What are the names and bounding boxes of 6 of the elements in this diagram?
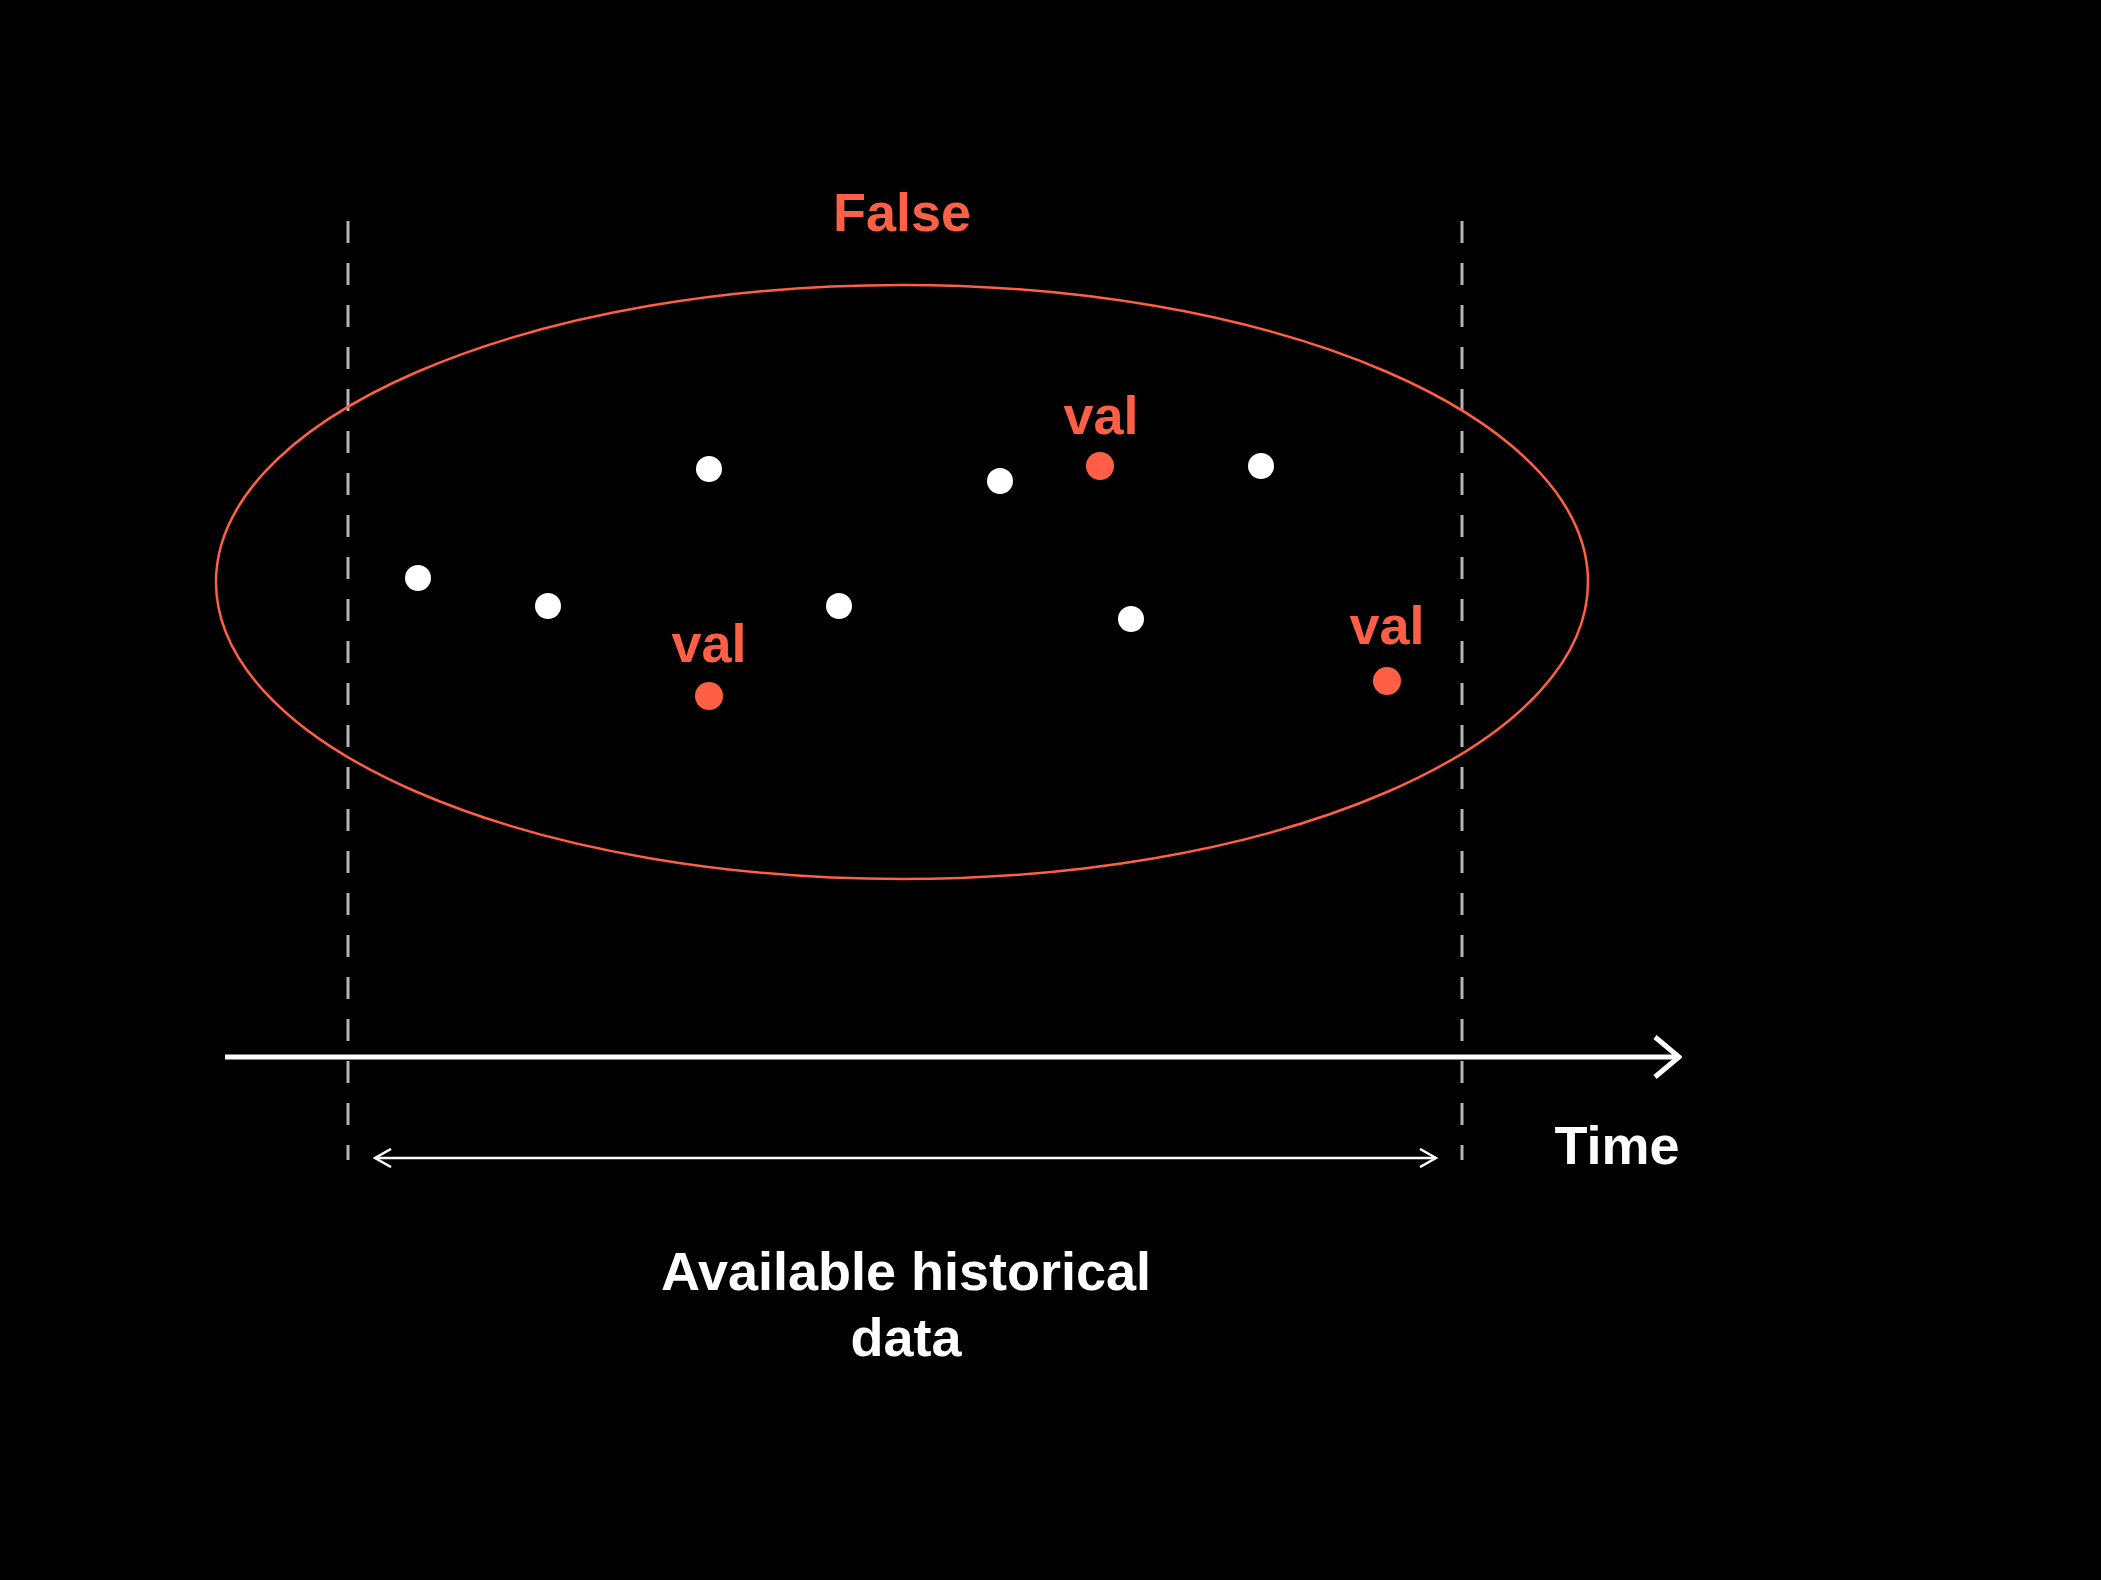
ellipse-title: False xyxy=(832,181,972,244)
axis-label: Time xyxy=(1554,1114,1680,1177)
point-label: val xyxy=(671,612,747,675)
point-label: val xyxy=(1349,594,1425,657)
point-label: val xyxy=(1063,384,1139,447)
range-label: Available historical data xyxy=(659,1240,1153,1369)
